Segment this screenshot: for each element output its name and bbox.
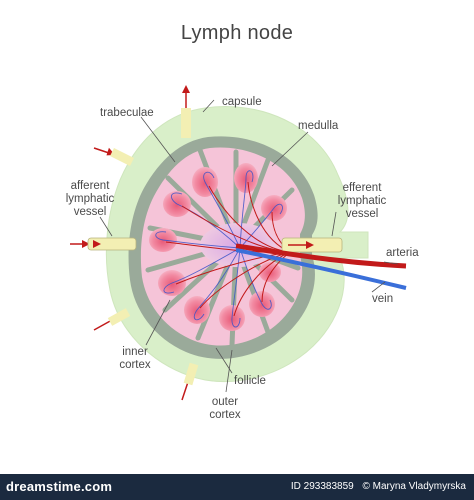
- label-follicle: follicle: [234, 375, 266, 387]
- label-outer-cortex: outer cortex: [200, 396, 250, 422]
- leader-lines: [99, 99, 399, 393]
- label-inner-cortex-line-1: inner: [122, 346, 148, 358]
- label-outer-cortex-line-2: cortex: [209, 409, 241, 421]
- label-vein: vein: [372, 293, 394, 305]
- diagram-title: Lymph node: [180, 22, 294, 44]
- efferent-vessel: [281, 237, 343, 253]
- label-inner-cortex: inner cortex: [110, 346, 160, 372]
- arteria-vessel: [235, 243, 407, 269]
- label-afferent-line-3: vessel: [73, 206, 107, 218]
- label-efferent-lymphatic-vessel: efferent lymphatic vessel: [326, 182, 398, 221]
- dreamstime-logo: dreamstime.com: [6, 479, 113, 494]
- author-credit: © Maryna Vladymyrska: [362, 481, 466, 492]
- label-arteria: arteria: [386, 247, 419, 259]
- lymph-node-illustration: [70, 85, 407, 401]
- footer-bar: dreamstime.com ID 293383859 © Maryna Vla…: [0, 474, 474, 500]
- label-efferent-line-2: lymphatic: [337, 195, 387, 207]
- label-inner-cortex-line-2: cortex: [119, 359, 151, 371]
- label-efferent-line-3: vessel: [345, 208, 379, 220]
- footer-credits: ID 293383859 © Maryna Vladymyrska: [285, 481, 466, 492]
- label-efferent-line-1: efferent: [342, 182, 382, 194]
- label-capsule: capsule: [222, 96, 262, 108]
- label-afferent-line-2: lymphatic: [65, 193, 115, 205]
- label-trabeculae: trabeculae: [100, 107, 154, 119]
- label-afferent-line-1: afferent: [70, 180, 110, 192]
- label-afferent-lymphatic-vessel: afferent lymphatic vessel: [54, 180, 126, 219]
- afferent-vessels: [70, 85, 199, 401]
- label-medulla: medulla: [298, 120, 339, 132]
- image-id: ID 293383859: [290, 481, 354, 492]
- label-outer-cortex-line-1: outer: [211, 396, 239, 408]
- vein-vessel: [235, 248, 407, 290]
